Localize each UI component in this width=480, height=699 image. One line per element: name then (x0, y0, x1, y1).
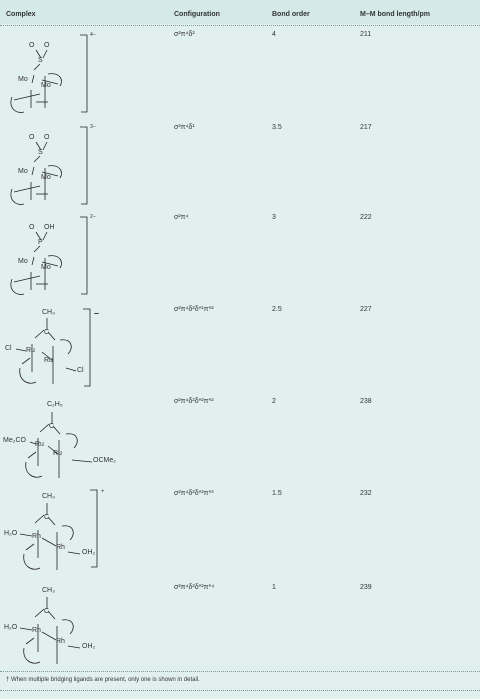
metal-label: Rh (32, 533, 41, 540)
bond-length-cell: 232 (360, 490, 372, 497)
bond-length-cell: 239 (360, 584, 372, 591)
bond-order-cell: 2.5 (272, 306, 282, 313)
metal-label: Mo (41, 264, 51, 271)
metal-label: Mo (41, 174, 51, 181)
metal-label: Ru (26, 347, 35, 354)
structure-ru-acetone (25, 412, 93, 478)
footnote: † When multiple bridging ligands are pre… (6, 677, 200, 683)
axial-ligand: H₂O (4, 624, 18, 631)
config-cell: σ²π⁴δ²δ*¹π*² (174, 306, 214, 313)
ligand-atom: C (44, 329, 50, 336)
bond-length-cell: 217 (360, 124, 372, 131)
header-bond-length: M–M bond length/pm (360, 11, 430, 18)
metal-label: Mo (18, 168, 28, 175)
axial-ligand: Me₂CO (3, 437, 26, 444)
metal-label: Ru (53, 450, 62, 457)
bond-order-cell: 1 (272, 584, 276, 591)
ligand-atom: O (29, 134, 35, 141)
metal-label: Mo (18, 258, 28, 265)
axial-ligand: H₂O (4, 530, 18, 537)
header-configuration: Configuration (174, 11, 220, 18)
metal-label: Rh (56, 638, 65, 645)
footer-divider (0, 671, 480, 672)
bond-length-cell: 227 (360, 306, 372, 313)
charge-label: 2– (90, 214, 96, 220)
ligand-atom: C (49, 423, 55, 430)
ligand-atom: O (44, 42, 50, 49)
bond-order-cell: 3.5 (272, 124, 282, 131)
config-cell: σ²π⁴δ² (174, 31, 195, 38)
ligand-group: CH₃ (42, 309, 55, 316)
bond-order-cell: 1.5 (272, 490, 282, 497)
table-header-band (0, 0, 480, 24)
structure-rh-aqua-1 (19, 489, 98, 570)
ligand-atom: O (29, 42, 35, 49)
metal-label: Rh (32, 627, 41, 634)
structure-mo-sulfate-2 (10, 126, 88, 205)
bond-length-cell: 222 (360, 214, 372, 221)
config-cell: σ²π⁴δ²δ*²π*⁴ (174, 584, 215, 591)
bond-length-cell: 238 (360, 398, 372, 405)
bond-order-cell: 3 (272, 214, 276, 221)
charge-label: 3– (90, 124, 96, 130)
metal-label: Ru (35, 441, 44, 448)
bond-order-cell: 4 (272, 31, 276, 38)
metal-label: Ru (44, 357, 53, 364)
structure-mo-phosphate (10, 216, 88, 295)
config-cell: σ²π⁴δ²δ*²π*³ (174, 490, 214, 497)
config-cell: σ²π⁴ (174, 214, 189, 221)
config-cell: σ²π⁴δ¹ (174, 124, 195, 131)
config-cell: σ²π⁴δ²δ*²π*² (174, 398, 214, 405)
bond-order-cell: 2 (272, 398, 276, 405)
axial-ligand: OH₂ (82, 643, 96, 650)
structure-mo-sulfate-1 (10, 34, 88, 113)
header-bond-order: Bond order (272, 11, 310, 18)
ligand-atom: O (44, 134, 50, 141)
ligand-group: CH₃ (42, 587, 55, 594)
ligand-group: C₂H₅ (47, 401, 63, 408)
axial-ligand: Cl (77, 367, 84, 374)
structures-column (10, 34, 98, 664)
ligand-atom: C (44, 514, 50, 521)
metal-label: Mo (18, 76, 28, 83)
ligand-atom: OH (44, 224, 55, 231)
ligand-atom: C (44, 608, 50, 615)
structure-ru-chloride (15, 308, 91, 387)
bond-length-cell: 211 (360, 31, 372, 38)
ligand-atom: S (38, 57, 43, 64)
axial-ligand: Cl (5, 345, 12, 352)
ligand-atom: P (38, 239, 43, 246)
header-divider (0, 25, 480, 26)
metal-label: Mo (41, 82, 51, 89)
header-complex: Complex (6, 11, 36, 18)
metal-label: Rh (56, 544, 65, 551)
structure-rh-aqua-2 (19, 597, 81, 664)
ligand-group: CH₃ (42, 493, 55, 500)
charge-label: + (101, 489, 105, 495)
ligand-atom: O (29, 224, 35, 231)
ligand-atom: S (38, 149, 43, 156)
charge-label: 4– (90, 32, 96, 38)
bottom-divider (0, 690, 480, 691)
axial-ligand: OCMe₂ (93, 457, 116, 464)
charge-label: – (94, 308, 100, 318)
axial-ligand: OH₂ (82, 549, 96, 556)
